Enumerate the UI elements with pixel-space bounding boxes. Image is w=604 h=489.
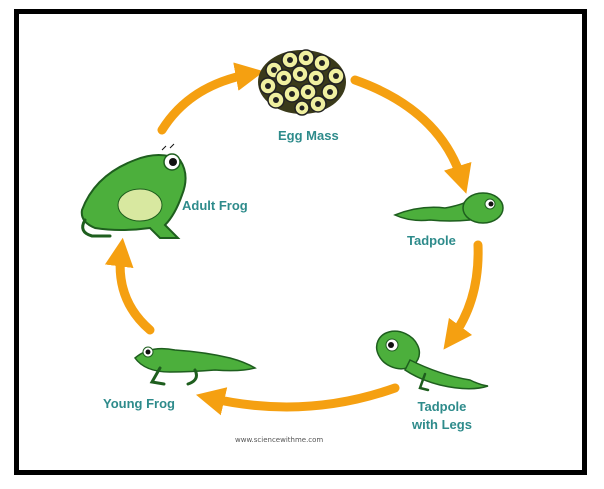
young-frog-label: Young Frog [103, 396, 175, 411]
arrow-egg-to-tadpole [355, 80, 462, 180]
tadpole-with-legs-label-line1: Tadpole [412, 398, 472, 416]
tadpole-icon [395, 193, 503, 223]
arrow-adult-to-egg [162, 74, 250, 130]
adult-frog-label: Adult Frog [182, 198, 248, 213]
arrow-legs-to-young [210, 388, 395, 407]
tadpole-with-legs-label-line2: with Legs [412, 416, 472, 434]
tadpole-with-legs-label: Tadpole with Legs [412, 398, 472, 434]
tadpole-label: Tadpole [407, 233, 456, 248]
egg-mass-label: Egg Mass [278, 128, 339, 143]
young-frog-icon [135, 347, 255, 384]
adult-frog-icon [82, 144, 186, 238]
tadpole-with-legs-icon [370, 324, 488, 390]
egg-mass-icon [258, 50, 346, 115]
credit-text: www.sciencewithme.com [235, 436, 323, 444]
arrow-tadpole-to-legs [452, 245, 478, 338]
arrow-young-to-adult [120, 252, 150, 330]
